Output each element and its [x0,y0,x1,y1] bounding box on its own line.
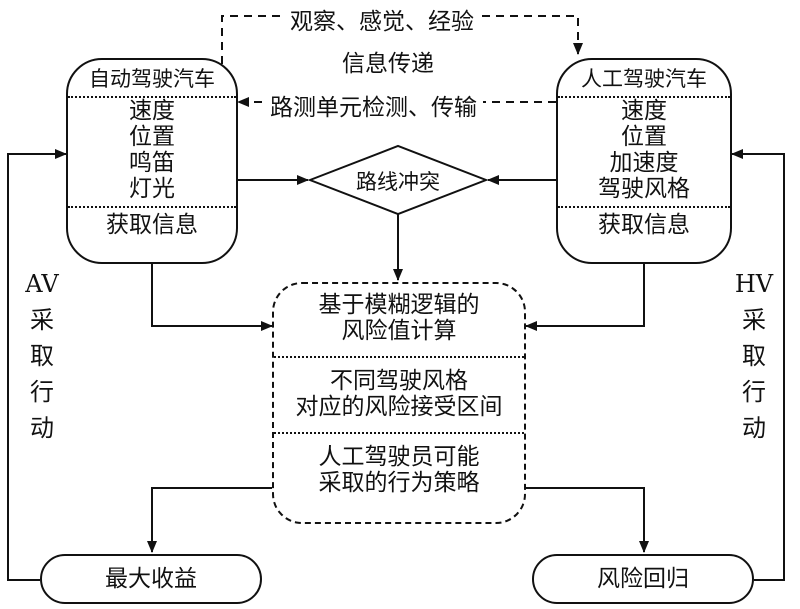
hv-action-label: HV 采 取 行 动 [724,266,784,446]
route-conflict-diamond [307,144,489,216]
max-benefit-box: 最大收益 [40,554,262,604]
hv-footer-divider [558,206,730,208]
driver-strategy-line-2: 采取的行为策略 [318,470,480,496]
hv-action-char-2: 采 [742,306,766,334]
av-action-char-1: AV [25,270,59,298]
av-action-label: AV 采 取 行 动 [12,266,72,446]
road-unit-label: 路测单元检测、传输 [264,88,483,122]
hv-item-driving-style: 驾驶风格 [598,176,690,202]
center-divider-1 [274,356,524,358]
info-transfer-label: 信息传递 [336,44,440,78]
risk-analysis-box: 基于模糊逻辑的 风险值计算 不同驾驶风格 对应的风险接受区间 人工驾驶员可能 采… [272,282,526,524]
risk-return-box: 风险回归 [532,554,754,604]
max-benefit-label: 最大收益 [105,566,197,592]
hv-action-char-4: 行 [742,378,766,406]
av-item-lights: 灯光 [129,176,175,202]
hv-action-char-5: 动 [742,414,766,442]
av-item-speed: 速度 [129,98,175,124]
av-action-loop-arrow [7,149,67,581]
center-to-max-benefit-arrow [147,487,272,553]
av-action-char-2: 采 [30,306,54,334]
av-action-char-3: 取 [30,342,54,370]
observe-label: 观察、感觉、经验 [284,2,480,36]
fuzzy-risk-line-1: 基于模糊逻辑的 [318,292,480,318]
center-divider-2 [274,432,524,434]
hv-action-loop-arrow [731,149,785,581]
hv-box: 人工驾驶汽车 速度 位置 加速度 驾驶风格 获取信息 [556,58,732,264]
av-item-horn: 鸣笛 [129,150,175,176]
hv-item-acceleration: 加速度 [609,150,679,176]
hv-footer: 获取信息 [598,212,690,238]
av-action-char-5: 动 [30,414,54,442]
center-to-risk-return-arrow [526,487,649,553]
av-footer-divider [68,206,236,208]
hv-title: 人工驾驶汽车 [581,67,707,91]
av-footer: 获取信息 [106,212,198,238]
av-title-divider [68,96,236,98]
av-to-center-arrow [151,262,273,331]
risk-return-label: 风险回归 [597,566,689,592]
av-item-position: 位置 [129,124,175,150]
route-conflict-label: 路线冲突 [356,170,440,194]
risk-interval-line-2: 对应的风险接受区间 [295,394,503,420]
av-title: 自动驾驶汽车 [89,67,215,91]
hv-item-position: 位置 [621,124,667,150]
driver-strategy-line-1: 人工驾驶员可能 [318,444,480,470]
av-action-char-4: 行 [30,378,54,406]
fuzzy-risk-line-2: 风险值计算 [341,318,457,344]
hv-item-speed: 速度 [621,98,667,124]
hv-action-char-3: 取 [742,342,766,370]
hv-to-center-arrow [525,262,645,331]
risk-interval-line-1: 不同驾驶风格 [330,368,468,394]
av-box: 自动驾驶汽车 速度 位置 鸣笛 灯光 获取信息 [66,58,238,264]
hv-title-divider [558,96,730,98]
hv-action-char-1: HV [734,270,774,298]
